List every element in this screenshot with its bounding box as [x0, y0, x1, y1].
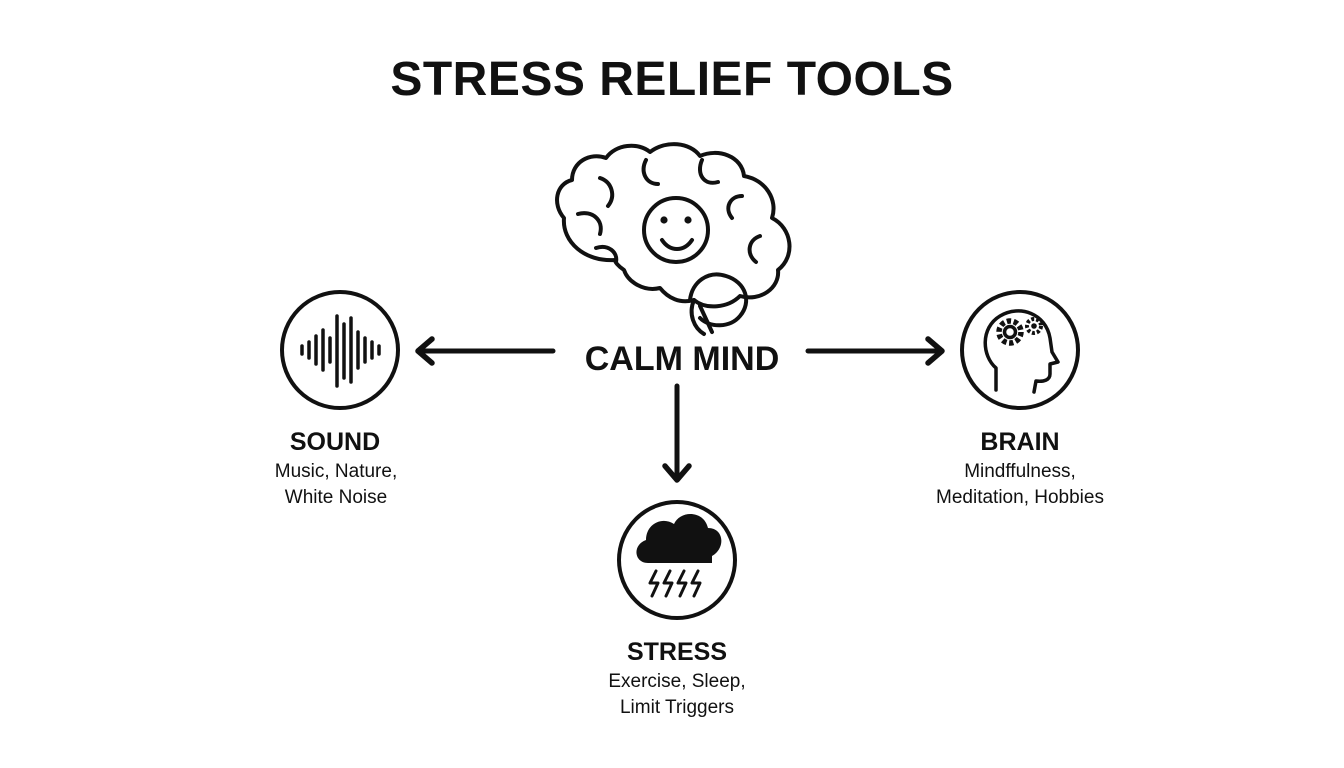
- stress-description: Exercise, Sleep, Limit Triggers: [562, 669, 792, 721]
- brain-description-line-2: Meditation, Hobbies: [936, 487, 1104, 508]
- stress-description-line-2: Limit Triggers: [619, 697, 735, 718]
- brain-description-line-1: Mindffulness,: [964, 461, 1076, 482]
- brain-smiley-icon: [555, 142, 792, 336]
- center-label: CALM MIND: [584, 340, 780, 378]
- head-gears-icon: [960, 290, 1080, 410]
- sound-wave-icon: [280, 290, 400, 410]
- stress-description-line-1: Exercise, Sleep,: [608, 671, 746, 692]
- smiley-left-eye: [660, 216, 668, 224]
- sound-label: SOUND: [289, 428, 381, 456]
- sound-description-line-2: White Noise: [284, 487, 388, 508]
- page-title: STRESS RELIEF TOOLS: [390, 53, 954, 106]
- sound-description: Music, Nature, White Noise: [226, 459, 446, 511]
- brain-description: Mindffulness, Meditation, Hobbies: [900, 459, 1140, 511]
- smiley-right-eye: [684, 216, 692, 224]
- sound-description-line-1: Music, Nature,: [274, 461, 398, 482]
- stress-label: STRESS: [626, 638, 728, 666]
- storm-cloud-icon: [617, 500, 737, 620]
- brain-label: BRAIN: [980, 428, 1060, 456]
